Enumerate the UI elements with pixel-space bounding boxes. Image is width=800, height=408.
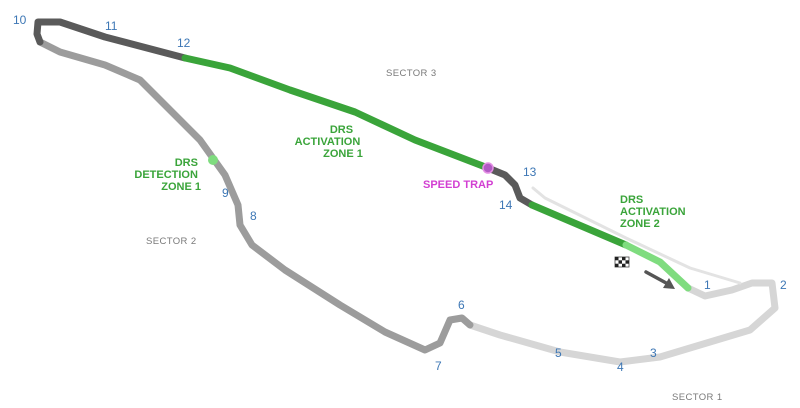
turn-6-label: 6 bbox=[458, 298, 465, 312]
start-finish-flag-icon bbox=[614, 256, 630, 268]
sector-2-label: SECTOR 2 bbox=[146, 236, 197, 247]
turn-7-label: 7 bbox=[435, 359, 442, 373]
drs-detection-zone-1-label: DRS DETECTION ZONE 1 bbox=[134, 157, 201, 193]
turn-12-label: 12 bbox=[177, 36, 191, 50]
turn-10-label: 10 bbox=[13, 13, 27, 27]
sector-2-track bbox=[36, 38, 474, 354]
turn-3-label: 3 bbox=[650, 346, 657, 360]
drs-activation-zone-1-label: DRS ACTIVATION ZONE 1 bbox=[295, 124, 364, 160]
sector-3-label: SECTOR 3 bbox=[386, 68, 437, 79]
turn-11-label: 11 bbox=[105, 19, 118, 33]
turn-13-label: 13 bbox=[523, 165, 537, 179]
turn-8-label: 8 bbox=[250, 209, 257, 223]
turn-5-label: 5 bbox=[555, 346, 562, 360]
sector-1-label: SECTOR 1 bbox=[672, 392, 723, 403]
drs-activation-zone-2-end-track bbox=[622, 241, 692, 292]
speed-trap-marker bbox=[482, 162, 494, 174]
chicane-13-14 bbox=[484, 164, 536, 209]
turn-14-label: 14 bbox=[499, 198, 513, 212]
direction-arrow-icon bbox=[644, 270, 675, 289]
turn-4-label: 4 bbox=[617, 360, 624, 374]
sector-1-track bbox=[466, 279, 779, 366]
speed-trap-label: SPEED TRAP bbox=[423, 179, 493, 191]
drs-detection-marker bbox=[208, 155, 218, 165]
turn-2-label: 2 bbox=[780, 278, 787, 292]
drs-activation-zone-2-track bbox=[528, 201, 630, 249]
drs-activation-zone-2-label: DRS ACTIVATION ZONE 2 bbox=[620, 194, 689, 230]
turn-9-label: 9 bbox=[222, 186, 229, 200]
drs-activation-zone-1-track bbox=[181, 54, 492, 172]
pit-lane bbox=[531, 186, 742, 285]
turn-1-label: 1 bbox=[704, 278, 711, 292]
sector-3-track bbox=[33, 18, 189, 62]
